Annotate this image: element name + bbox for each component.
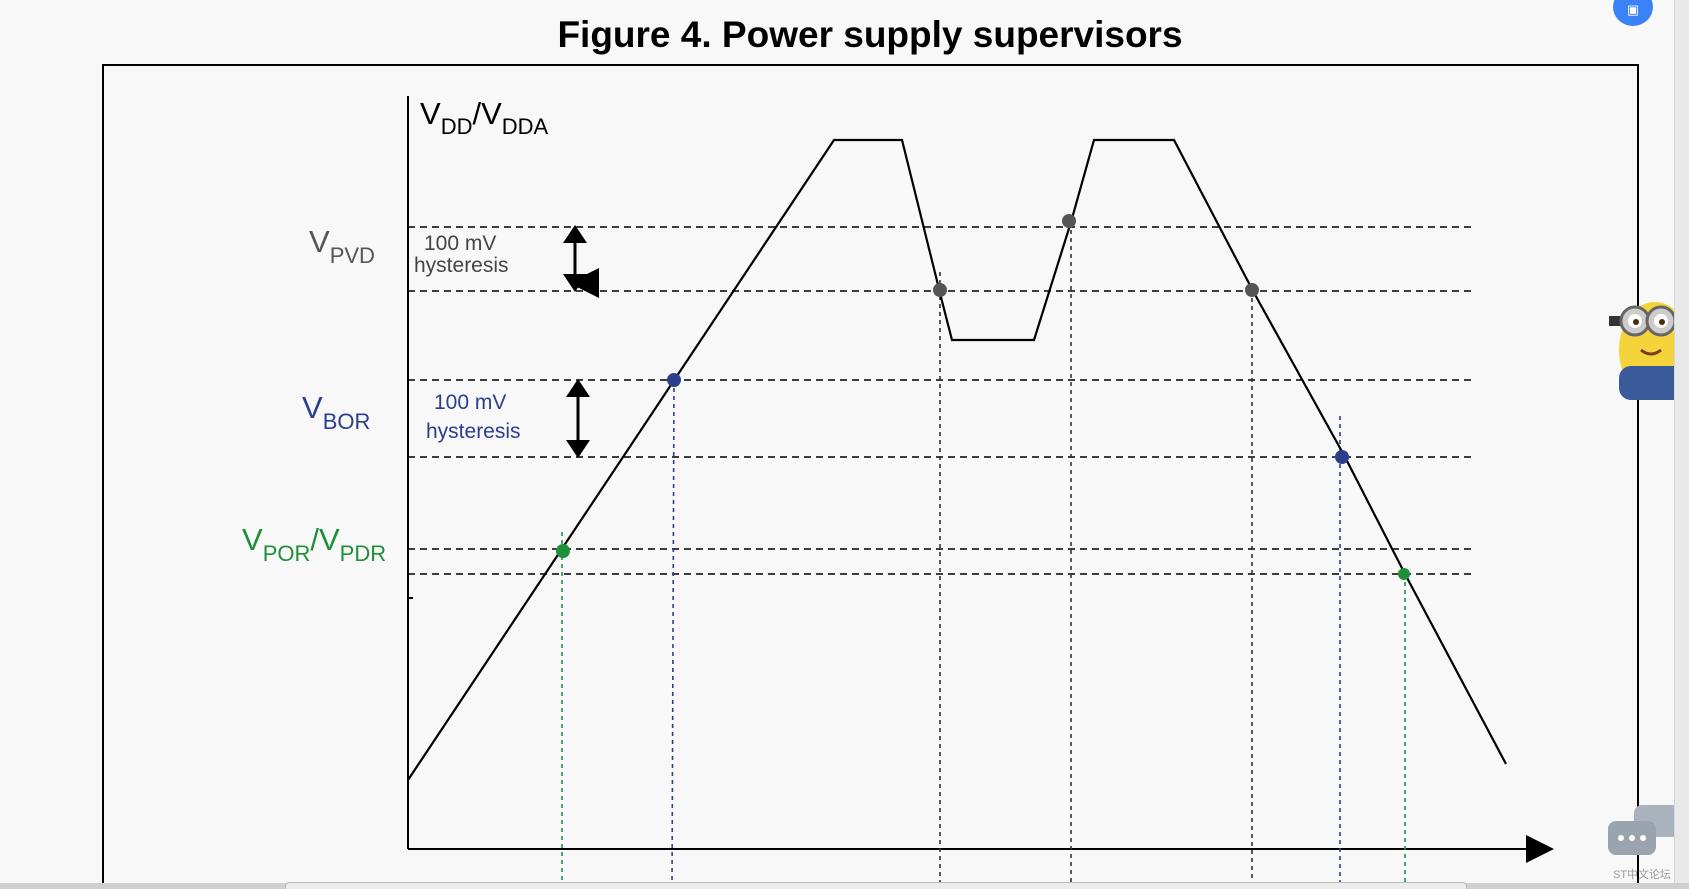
forum-chat-icon[interactable] xyxy=(1608,805,1682,863)
figure-frame xyxy=(102,64,1639,889)
bor-rise-crossing-point xyxy=(667,373,681,387)
bor-hysteresis-value: 100 mV xyxy=(434,391,506,414)
bor-hysteresis-text: hysteresis xyxy=(426,420,521,443)
por-pdr-level-label: VPOR/VPDR xyxy=(242,522,386,566)
forum-label[interactable]: ST中文论坛 xyxy=(1613,869,1672,881)
bor-level-label: VBOR xyxy=(302,390,370,434)
pvd-rise-crossing-point xyxy=(1062,214,1076,228)
pvd-hysteresis-value: 100 mV xyxy=(424,232,496,255)
figure-title: Figure 4. Power supply supervisors xyxy=(557,14,1183,55)
pvd-fall-crossing-point xyxy=(933,283,947,297)
mascot-icon xyxy=(1609,302,1689,400)
pdr-crossing-point xyxy=(1398,568,1410,580)
pvd-hysteresis-arrowhead-up xyxy=(563,225,587,243)
pvd-hysteresis-text: hysteresis xyxy=(414,254,509,277)
pvd-hysteresis-arrowhead-down xyxy=(563,274,587,292)
por-crossing-point xyxy=(556,544,570,558)
bor-hysteresis-arrowhead-up xyxy=(566,379,590,397)
bor-fall-crossing-point xyxy=(1335,450,1349,464)
bor-hysteresis-arrowhead-down xyxy=(566,440,590,458)
y-axis-label: VDD/VDDA xyxy=(420,96,549,139)
pvd-level-label: VPVD xyxy=(309,224,375,268)
vertical-scrollbar[interactable] xyxy=(1674,0,1689,889)
horizontal-scrollbar-thumb[interactable] xyxy=(285,882,1467,889)
bor-rise-marker-line xyxy=(671,379,675,889)
pvd-fall2-crossing-point xyxy=(1245,283,1259,297)
